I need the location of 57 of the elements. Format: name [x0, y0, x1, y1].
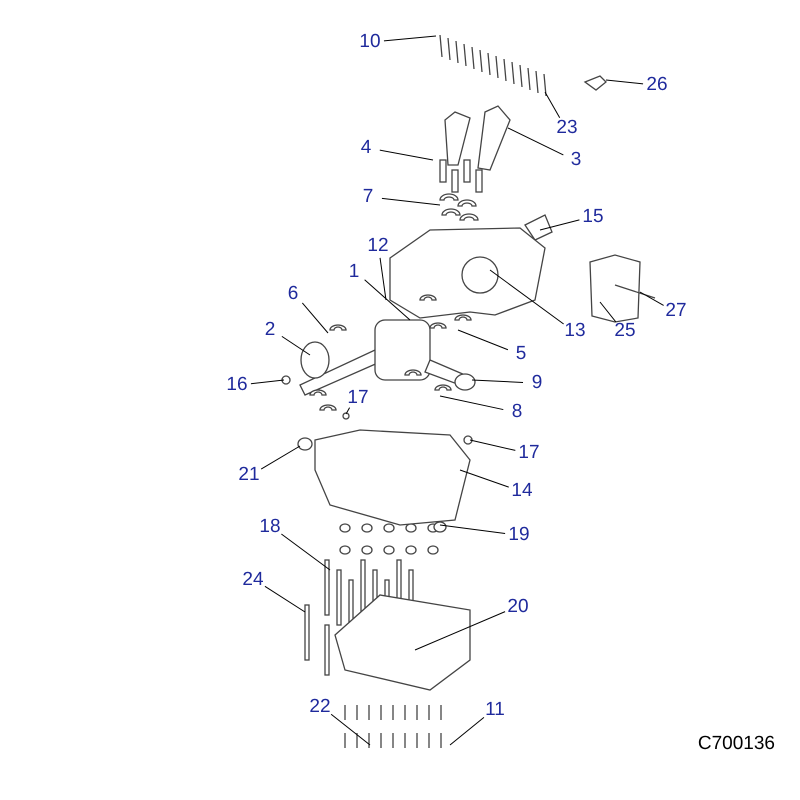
- callout-number: 5: [516, 344, 526, 364]
- callout-number: 8: [512, 402, 522, 422]
- callout-number: 13: [564, 321, 586, 341]
- callout-number: 3: [570, 150, 582, 170]
- callout-number: 23: [556, 118, 578, 138]
- leader-line: [460, 470, 510, 488]
- callout-number: 27: [665, 301, 687, 321]
- leader-line: [364, 279, 410, 320]
- leader-line: [600, 302, 616, 322]
- leader-line: [302, 302, 328, 334]
- leader-line: [490, 270, 564, 324]
- callout-number: 4: [360, 138, 372, 158]
- callout-number: 20: [507, 597, 529, 617]
- callout-number: 14: [511, 481, 533, 501]
- leader-line: [260, 446, 300, 470]
- callout-number: 11: [485, 700, 505, 720]
- callout-number: 12: [367, 236, 389, 256]
- callout-number: 21: [238, 465, 260, 485]
- callout-number: 2: [264, 320, 276, 340]
- leader-line: [380, 257, 386, 300]
- callout-number: 16: [226, 375, 248, 395]
- callout-number: 6: [288, 284, 298, 304]
- leader-line: [330, 714, 370, 746]
- leader-line: [379, 150, 434, 160]
- callout-number: 26: [646, 75, 668, 95]
- callout-number: 15: [582, 207, 604, 227]
- leader-line: [346, 407, 350, 414]
- leader-line: [544, 92, 560, 118]
- leader-line: [383, 36, 436, 42]
- leader-line: [414, 611, 506, 650]
- callout-number: 19: [508, 525, 530, 545]
- drawing-number: C700136: [698, 733, 775, 755]
- callout-number: 24: [242, 570, 264, 590]
- callout-number: 7: [362, 187, 374, 207]
- leader-line: [280, 534, 330, 570]
- leader-line: [381, 198, 440, 206]
- callout-number: 17: [518, 443, 540, 463]
- leader-line: [450, 716, 484, 746]
- leader-line: [264, 586, 306, 612]
- leader-line: [250, 380, 284, 384]
- callout-number: 1: [348, 262, 360, 282]
- leader-line: [606, 80, 644, 84]
- callout-number: 18: [259, 517, 281, 537]
- callout-number: 25: [614, 321, 636, 341]
- callout-number: 17: [347, 388, 369, 408]
- callout-number: 9: [532, 373, 542, 393]
- leader-line: [640, 292, 664, 306]
- leader-line: [440, 524, 506, 534]
- callout-number: 10: [359, 32, 381, 52]
- leader-line: [440, 396, 504, 410]
- leader-line: [472, 380, 524, 383]
- callout-number: 22: [309, 697, 331, 717]
- leader-line: [508, 128, 564, 156]
- leader-line: [540, 219, 580, 230]
- leader-line: [458, 330, 508, 350]
- leader-line: [470, 440, 516, 451]
- leader-line: [281, 336, 310, 356]
